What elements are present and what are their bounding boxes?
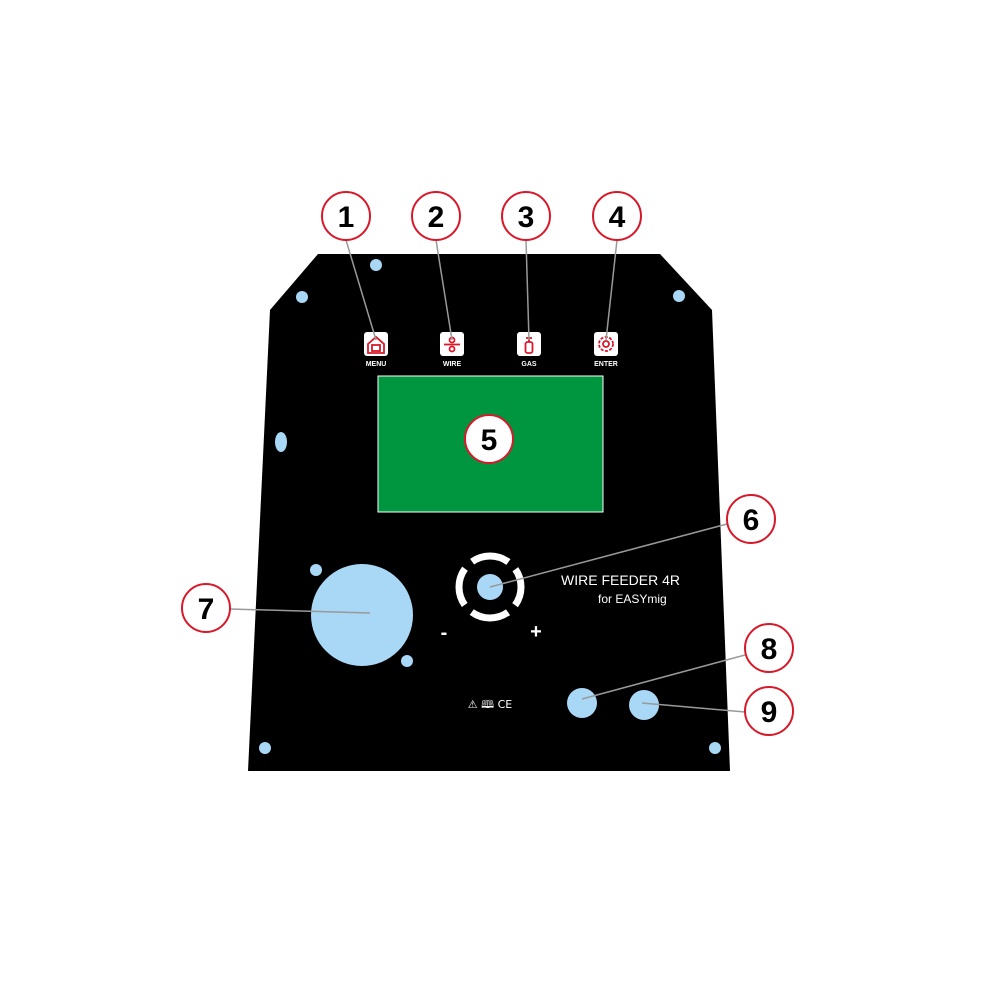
- product-name: WIRE FEEDER 4R: [561, 572, 680, 588]
- mounting-hole: [259, 742, 271, 754]
- connector-9: [629, 690, 659, 720]
- callout-2: 2: [411, 191, 461, 241]
- svg-text:4: 4: [609, 201, 626, 234]
- encoder-plus-label: +: [530, 621, 542, 643]
- svg-text:6: 6: [743, 504, 760, 537]
- callout-1: 1: [321, 191, 371, 241]
- callout-6: 6: [726, 494, 776, 544]
- callout-8: 8: [744, 623, 794, 673]
- certification-marks: ⚠ 🕮 CE: [468, 698, 513, 711]
- button-enter[interactable]: ENTER: [594, 332, 618, 368]
- button-label-wire: WIRE: [443, 361, 462, 368]
- connector-pin: [310, 564, 322, 576]
- mounting-holes: [259, 259, 721, 754]
- mounting-slot: [275, 432, 287, 452]
- central-connector: [310, 564, 413, 667]
- mounting-hole: [709, 742, 721, 754]
- svg-text:7: 7: [198, 593, 215, 626]
- wire-spool-icon: [444, 336, 460, 353]
- button-label-enter: ENTER: [594, 361, 618, 368]
- button-label-menu: MENU: [366, 361, 387, 368]
- connector-8: [567, 688, 597, 718]
- leader-lines: [229, 239, 746, 713]
- svg-text:1: 1: [338, 201, 355, 234]
- mounting-hole: [673, 290, 685, 302]
- product-subtitle: for EASYmig: [598, 592, 667, 606]
- callout-5: 5: [464, 414, 514, 464]
- mounting-hole: [370, 259, 382, 271]
- button-label-gas: GAS: [521, 361, 537, 368]
- callout-3: 3: [501, 191, 551, 241]
- connector-pin: [401, 655, 413, 667]
- mounting-hole: [296, 291, 308, 303]
- svg-text:5: 5: [481, 424, 498, 457]
- callout-7: 7: [181, 583, 231, 633]
- svg-text:9: 9: [761, 696, 778, 729]
- encoder-ring: [455, 552, 525, 622]
- home-icon: [367, 335, 385, 354]
- svg-text:8: 8: [761, 633, 778, 666]
- button-wire[interactable]: WIRE: [440, 332, 464, 368]
- svg-text:3: 3: [518, 201, 535, 234]
- svg-text:2: 2: [428, 201, 445, 234]
- callout-9: 9: [744, 686, 794, 736]
- encoder-minus-label: -: [441, 622, 448, 644]
- callout-4: 4: [592, 191, 642, 241]
- button-menu[interactable]: MENU: [364, 332, 388, 368]
